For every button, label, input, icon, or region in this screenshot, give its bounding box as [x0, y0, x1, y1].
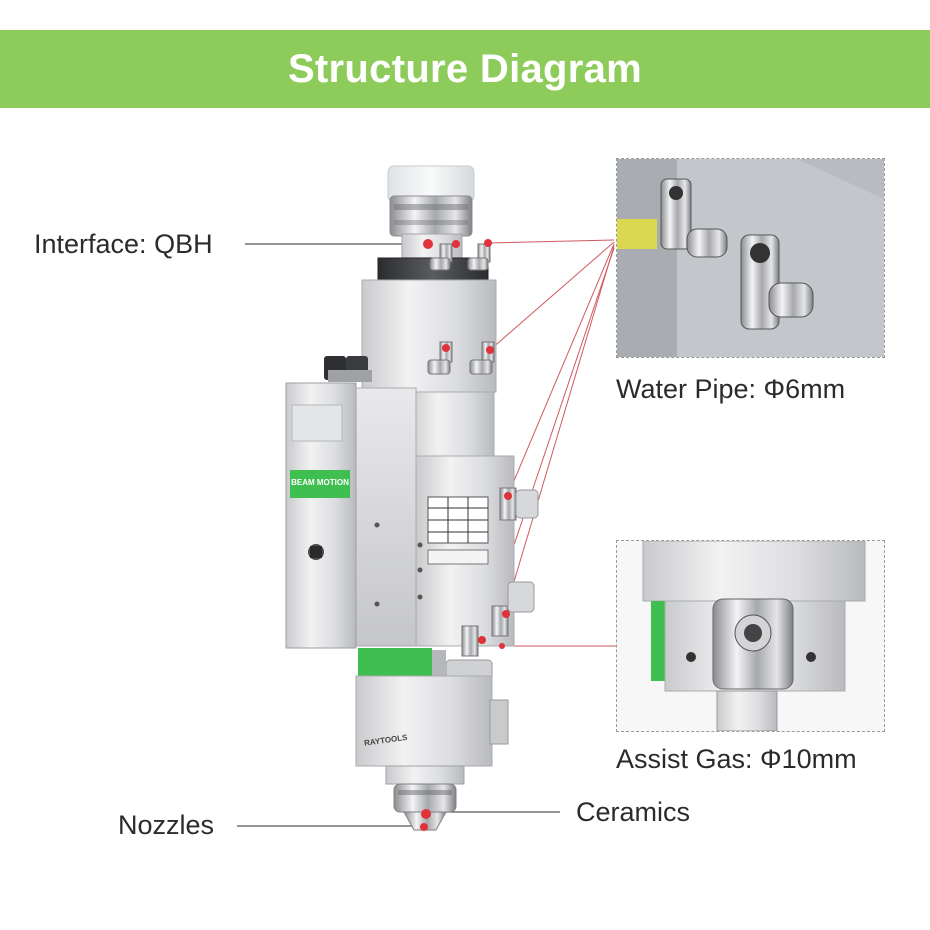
assist-gas-label: Assist Gas: Φ10mm	[616, 744, 857, 774]
ceramics-label: Ceramics	[576, 797, 691, 827]
marker-dots	[420, 239, 512, 831]
beam-motion-label: BEAM MOTION	[291, 478, 349, 487]
assist-gas-inset	[616, 540, 885, 732]
marker-interface	[423, 239, 433, 249]
nozzles-label: Nozzles	[118, 810, 215, 840]
water-fitting-right-icon	[740, 234, 814, 330]
marker-nozzles	[420, 823, 428, 831]
water-pipe-label: Water Pipe: Φ6mm	[616, 374, 846, 404]
interface-label: Interface: QBH	[34, 229, 213, 259]
nozzle-assembly	[393, 783, 457, 831]
lower-body	[355, 675, 509, 785]
green-band	[358, 648, 432, 676]
water-fitting-left-icon	[660, 178, 728, 258]
water-pipe-inset	[616, 158, 885, 358]
gas-fitting-icon	[712, 598, 794, 731]
marker-ceramics	[421, 809, 431, 819]
side-module	[285, 382, 357, 649]
page-title: Structure Diagram	[287, 47, 643, 91]
title-banner: Structure Diagram	[0, 30, 930, 108]
